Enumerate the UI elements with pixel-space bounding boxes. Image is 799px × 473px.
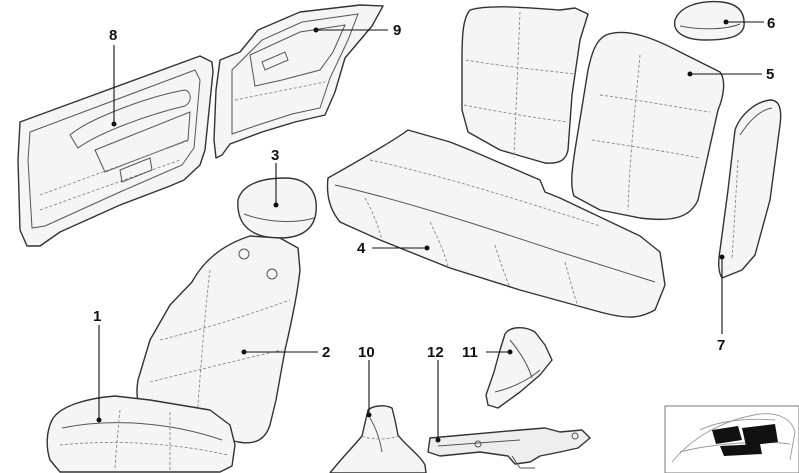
callout-8: 8	[109, 27, 117, 127]
callout-1: 1	[93, 308, 102, 423]
callout-label-6: 6	[767, 15, 775, 32]
part-rear-seat-cushion	[326, 129, 666, 318]
callout-2: 2	[241, 344, 330, 361]
callout-label-10: 10	[358, 344, 375, 361]
callout-7: 7	[717, 254, 725, 354]
part-front-seat-cushion	[46, 395, 236, 473]
callout-9: 9	[313, 22, 401, 39]
callout-label-5: 5	[766, 66, 774, 83]
callout-label-11: 11	[462, 344, 478, 361]
callout-6: 6	[723, 15, 775, 32]
callout-11: 11	[462, 344, 513, 361]
callout-10: 10	[358, 344, 375, 418]
part-side-bolster	[717, 99, 782, 279]
part-handbrake-lever	[427, 427, 591, 469]
part-front-headrest	[237, 177, 317, 239]
part-rear-headrest	[674, 0, 745, 41]
callout-label-4: 4	[357, 240, 366, 257]
part-door-trim-panel	[17, 55, 214, 247]
callout-12: 12	[427, 344, 444, 443]
part-rear-backrest-left	[461, 6, 589, 164]
callout-label-8: 8	[109, 27, 117, 44]
callout-5: 5	[687, 66, 774, 83]
callout-label-12: 12	[427, 344, 444, 361]
part-shift-boot	[329, 405, 427, 473]
callout-4: 4	[357, 240, 430, 257]
part-rear-backrest-right	[571, 31, 725, 221]
callout-label-7: 7	[717, 337, 725, 354]
callout-label-9: 9	[393, 22, 401, 39]
callout-label-3: 3	[271, 147, 279, 164]
part-rear-side-trim-panel	[213, 4, 384, 159]
part-handbrake-boot	[485, 327, 553, 409]
callout-3: 3	[271, 147, 279, 208]
inset-vehicle-location-view	[664, 405, 799, 473]
callout-label-2: 2	[322, 344, 330, 361]
callout-label-1: 1	[93, 308, 101, 325]
